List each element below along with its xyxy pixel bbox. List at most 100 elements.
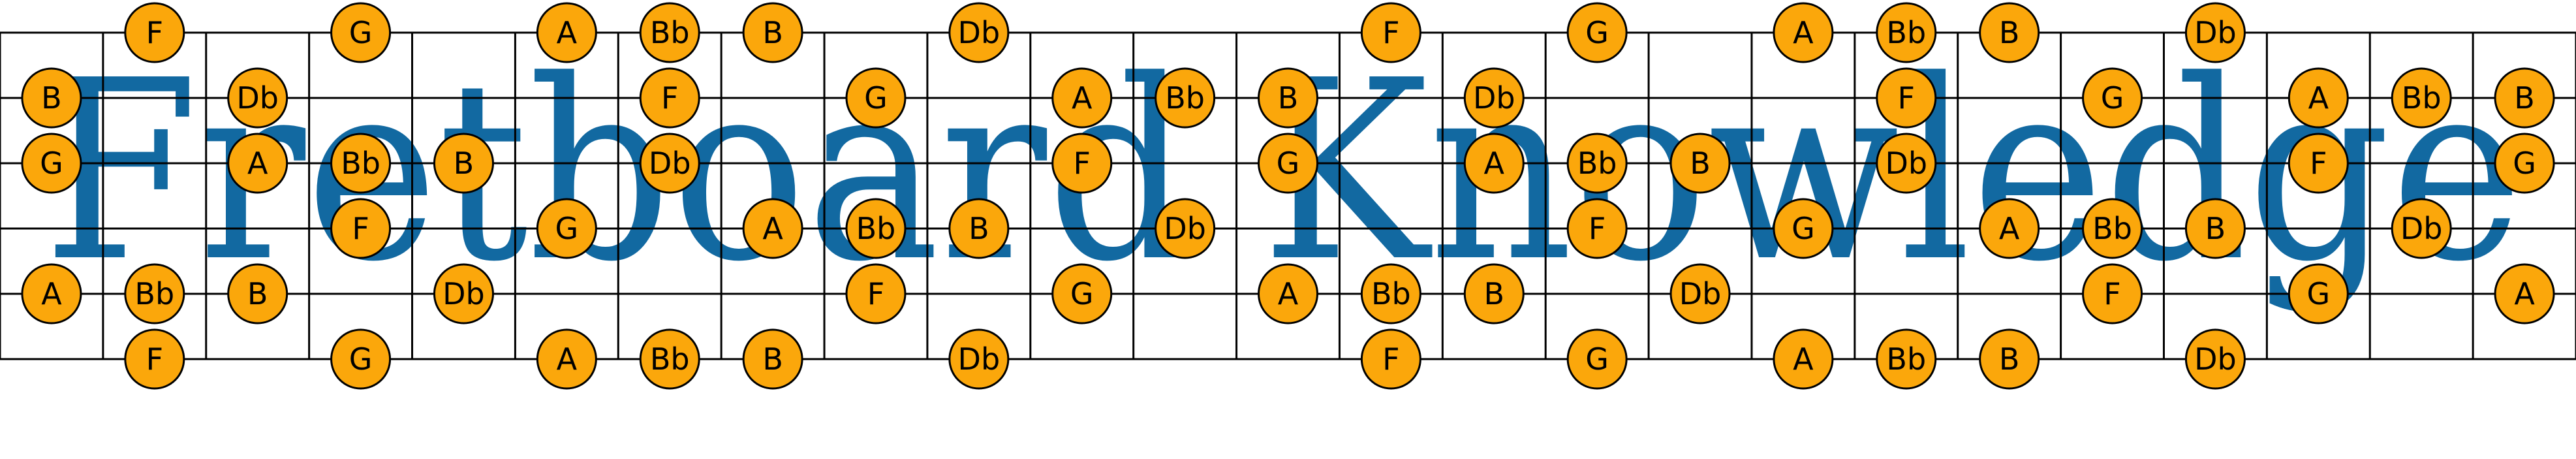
note-marker <box>1258 133 1318 194</box>
note-marker <box>1360 328 1421 390</box>
note-label: Db <box>958 341 1001 377</box>
note-label: A <box>1793 15 1814 50</box>
note-marker <box>536 198 597 259</box>
note-marker <box>845 67 907 129</box>
note-label: Bb <box>1886 341 1926 377</box>
note-label: A <box>41 276 62 311</box>
note-label: Bb <box>650 341 690 377</box>
note-marker <box>124 328 185 390</box>
note-marker <box>1979 2 2040 63</box>
note-label: F <box>1074 146 1091 181</box>
note-marker <box>1463 67 1525 129</box>
note-label: F <box>1382 15 1399 50</box>
note-marker <box>1773 198 1834 259</box>
note-marker <box>330 133 392 194</box>
note-label: G <box>2513 146 2536 181</box>
note-label: Db <box>1679 276 1722 311</box>
note-label: Db <box>1164 211 1206 246</box>
note-marker <box>1258 67 1318 129</box>
note-label: Db <box>2194 15 2237 50</box>
note-label: B <box>1690 146 1711 181</box>
note-marker <box>639 328 700 390</box>
note-label: G <box>1277 146 1300 181</box>
note-marker <box>2184 328 2246 390</box>
note-marker <box>1051 263 1113 324</box>
note-label: B <box>762 341 783 377</box>
note-label: B <box>1483 276 1504 311</box>
note-label: F <box>2310 146 2327 181</box>
note-marker <box>1876 67 1937 129</box>
note-label: F <box>2103 276 2120 311</box>
note-marker <box>536 328 597 390</box>
note-marker <box>433 263 494 324</box>
note-marker <box>21 263 82 324</box>
note-label: F <box>352 211 369 246</box>
note-marker <box>845 198 907 259</box>
note-marker <box>1669 133 1731 194</box>
note-label: Bb <box>341 146 380 181</box>
note-marker <box>227 263 288 324</box>
note-marker <box>1773 328 1834 390</box>
note-label: F <box>1589 211 1606 246</box>
note-marker <box>948 2 1010 63</box>
note-marker <box>1155 67 1216 129</box>
note-marker <box>1051 133 1113 194</box>
note-marker <box>1669 263 1731 324</box>
note-marker <box>21 133 82 194</box>
note-label: G <box>2101 80 2124 116</box>
note-label: B <box>969 211 989 246</box>
note-label: G <box>349 15 373 50</box>
note-label: Db <box>958 15 1001 50</box>
note-label: Db <box>1885 146 1927 181</box>
note-label: Db <box>2400 211 2443 246</box>
note-marker <box>742 2 803 63</box>
note-label: A <box>557 15 578 50</box>
note-label: G <box>555 211 579 246</box>
note-label: Db <box>2194 341 2237 377</box>
note-marker <box>1566 133 1628 194</box>
note-label: Db <box>649 146 691 181</box>
note-label: G <box>349 341 373 377</box>
note-marker <box>742 328 803 390</box>
note-marker <box>1360 2 1421 63</box>
note-marker <box>2494 133 2555 194</box>
note-marker <box>2082 67 2143 129</box>
note-label: B <box>1278 80 1299 116</box>
note-marker <box>1566 198 1628 259</box>
note-label: Db <box>236 80 279 116</box>
note-marker <box>1258 263 1318 324</box>
note-marker <box>1876 133 1937 194</box>
note-marker <box>1051 67 1113 129</box>
note-label: F <box>661 80 678 116</box>
note-marker <box>1463 133 1525 194</box>
note-marker <box>330 328 392 390</box>
note-marker <box>1876 328 1937 390</box>
note-label: A <box>2308 80 2329 116</box>
note-label: B <box>2514 80 2535 116</box>
note-label: A <box>1484 146 1505 181</box>
note-marker <box>1876 2 1937 63</box>
note-marker <box>1566 2 1628 63</box>
note-marker <box>948 198 1010 259</box>
note-marker <box>2288 133 2349 194</box>
note-marker <box>1360 263 1421 324</box>
note-label: A <box>1999 211 2020 246</box>
note-label: F <box>1382 341 1399 377</box>
note-label: Bb <box>134 276 174 311</box>
note-marker <box>21 67 82 129</box>
note-label: Bb <box>1165 80 1205 116</box>
note-marker <box>2494 67 2555 129</box>
note-marker <box>536 2 597 63</box>
note-label: A <box>1278 276 1299 311</box>
note-marker <box>227 133 288 194</box>
note-marker <box>2082 263 2143 324</box>
note-label: B <box>762 15 783 50</box>
note-marker <box>1979 198 2040 259</box>
note-label: F <box>146 341 163 377</box>
note-marker <box>1463 263 1525 324</box>
note-marker <box>1979 328 2040 390</box>
note-label: A <box>247 146 268 181</box>
note-marker <box>639 133 700 194</box>
note-marker <box>2184 2 2246 63</box>
